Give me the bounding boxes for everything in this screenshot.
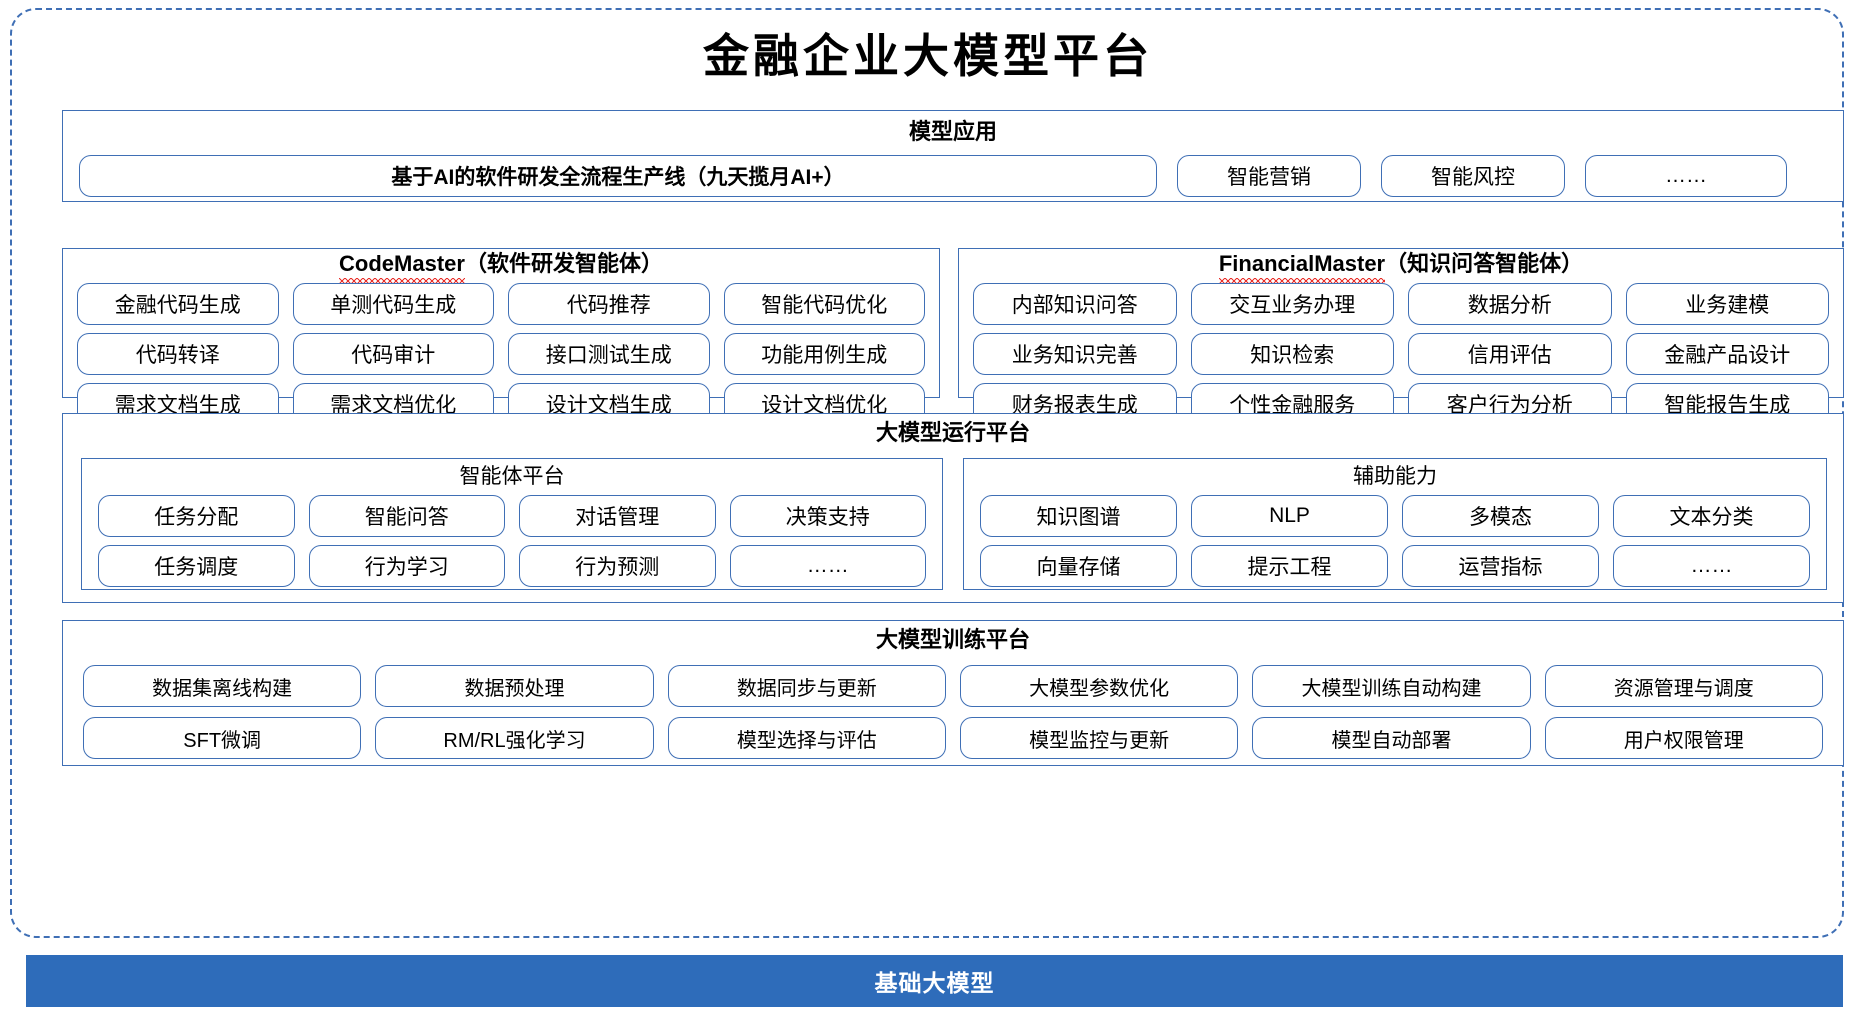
training-row-2: SFT微调 RM/RL强化学习 模型选择与评估 模型监控与更新 模型自动部署 用… [83,717,1823,759]
runtime-platform-title: 大模型运行平台 [875,420,1030,445]
capability-pill[interactable]: 代码转译 [77,333,279,375]
training-pill[interactable]: 数据集离线构建 [83,665,362,707]
runtime-pill[interactable]: 决策支持 [729,495,926,537]
financialmaster-capability-grid: 内部知识问答 交互业务办理 数据分析 业务建模 业务知识完善 知识检索 信用评估… [973,283,1829,425]
capability-pill[interactable]: 功能用例生成 [723,333,925,375]
training-platform-title: 大模型训练平台 [875,627,1030,652]
training-pill[interactable]: 数据预处理 [375,665,654,707]
capability-pill[interactable]: 知识检索 [1190,333,1394,375]
training-pill[interactable]: 数据同步与更新 [667,665,946,707]
auxiliary-ability-title: 辅助能力 [1353,465,1437,488]
training-pill[interactable]: 模型选择与评估 [667,717,946,759]
codemaster-row-1: 金融代码生成 单测代码生成 代码推荐 智能代码优化 [77,283,925,325]
runtime-pill[interactable]: 对话管理 [519,495,716,537]
runtime-pill[interactable]: 提示工程 [1191,545,1388,587]
runtime-platform-panel: 大模型运行平台 智能体平台 任务分配 智能问答 对话管理 决策支持 任务调度 行… [62,413,1844,603]
capability-pill[interactable]: 代码审计 [292,333,494,375]
auxiliary-ability-row-1: 知识图谱 NLP 多模态 文本分类 [980,495,1810,537]
application-flagship-pill[interactable]: 基于AI的软件研发全流程生产线（九天揽月AI+） [79,155,1157,197]
codemaster-name: CodeMaster [339,249,465,283]
capability-pill[interactable]: 代码推荐 [508,283,710,325]
runtime-pill[interactable]: 向量存储 [980,545,1177,587]
capability-pill[interactable]: 业务建模 [1625,283,1829,325]
runtime-pill[interactable]: 行为预测 [519,545,716,587]
training-pill[interactable]: 大模型训练自动构建 [1252,665,1531,707]
runtime-pill[interactable]: 行为学习 [308,545,505,587]
foundation-model-bar: 基础大模型 [26,955,1843,1007]
training-pill[interactable]: SFT微调 [83,717,362,759]
auxiliary-ability-row-2: 向量存储 提示工程 运营指标 …… [980,545,1810,587]
auxiliary-ability-grid: 知识图谱 NLP 多模态 文本分类 向量存储 提示工程 运营指标 …… [980,495,1810,587]
runtime-pill[interactable]: NLP [1191,495,1388,537]
capability-pill[interactable]: 数据分析 [1408,283,1612,325]
application-pill-risk-control[interactable]: 智能风控 [1381,155,1565,197]
codemaster-panel: CodeMaster（软件研发智能体） 金融代码生成 单测代码生成 代码推荐 智… [62,248,940,425]
application-pill-more[interactable]: …… [1585,155,1787,197]
runtime-pill[interactable]: 知识图谱 [980,495,1177,537]
capability-pill[interactable]: 内部知识问答 [973,283,1177,325]
agent-platform-title: 智能体平台 [459,465,565,488]
financialmaster-panel: FinancialMaster（知识问答智能体） 内部知识问答 交互业务办理 数… [958,248,1844,425]
training-pill[interactable]: 大模型参数优化 [959,665,1239,707]
agent-platform-row-2: 任务调度 行为学习 行为预测 …… [98,545,926,587]
capability-pill[interactable]: 业务知识完善 [973,333,1177,375]
runtime-pill[interactable]: 任务调度 [98,545,295,587]
runtime-pill-more[interactable]: …… [1613,545,1810,587]
capability-pill[interactable]: 单测代码生成 [292,283,494,325]
codemaster-name-suffix: （软件研发智能体） [464,251,663,276]
training-pill[interactable]: 用户权限管理 [1544,717,1823,759]
foundation-model-label: 基础大模型 [874,970,995,996]
capability-pill[interactable]: 金融产品设计 [1625,333,1829,375]
training-pill[interactable]: 模型自动部署 [1252,717,1531,759]
training-pill[interactable]: 模型监控与更新 [959,717,1239,759]
codemaster-capability-grid: 金融代码生成 单测代码生成 代码推荐 智能代码优化 代码转译 代码审计 接口测试… [77,283,925,425]
page-title: 金融企业大模型平台 [703,29,1153,83]
capability-pill[interactable]: 金融代码生成 [77,283,279,325]
training-platform-panel: 大模型训练平台 数据集离线构建 数据预处理 数据同步与更新 大模型参数优化 大模… [62,620,1844,766]
agent-platform-grid: 任务分配 智能问答 对话管理 决策支持 任务调度 行为学习 行为预测 …… [98,495,926,587]
runtime-pill-more[interactable]: …… [729,545,926,587]
model-application-panel: 模型应用 基于AI的软件研发全流程生产线（九天揽月AI+） 智能营销 智能风控 … [62,110,1844,202]
financialmaster-row-2: 业务知识完善 知识检索 信用评估 金融产品设计 [973,333,1829,375]
financialmaster-row-1: 内部知识问答 交互业务办理 数据分析 业务建模 [973,283,1829,325]
application-pill-marketing[interactable]: 智能营销 [1177,155,1361,197]
capability-pill[interactable]: 智能代码优化 [723,283,925,325]
training-pill[interactable]: 资源管理与调度 [1544,665,1823,707]
model-application-title: 模型应用 [908,119,997,144]
agent-platform-row-1: 任务分配 智能问答 对话管理 决策支持 [98,495,926,537]
training-row-1: 数据集离线构建 数据预处理 数据同步与更新 大模型参数优化 大模型训练自动构建 … [83,665,1823,707]
runtime-pill[interactable]: 文本分类 [1613,495,1810,537]
codemaster-title: CodeMaster（软件研发智能体） [63,249,939,283]
runtime-pill[interactable]: 智能问答 [308,495,505,537]
auxiliary-ability-subpanel: 辅助能力 知识图谱 NLP 多模态 文本分类 向量存储 提示工程 运营指标 …… [963,458,1827,590]
runtime-pill[interactable]: 运营指标 [1402,545,1599,587]
capability-pill[interactable]: 接口测试生成 [508,333,710,375]
capability-pill[interactable]: 交互业务办理 [1190,283,1394,325]
training-pill[interactable]: RM/RL强化学习 [375,717,654,759]
financialmaster-title: FinancialMaster（知识问答智能体） [959,249,1843,283]
model-application-items: 基于AI的软件研发全流程生产线（九天揽月AI+） 智能营销 智能风控 …… [79,155,1829,197]
training-platform-grid: 数据集离线构建 数据预处理 数据同步与更新 大模型参数优化 大模型训练自动构建 … [83,665,1823,759]
agent-platform-subpanel: 智能体平台 任务分配 智能问答 对话管理 决策支持 任务调度 行为学习 行为预测… [81,458,943,590]
runtime-pill[interactable]: 多模态 [1402,495,1599,537]
runtime-pill[interactable]: 任务分配 [98,495,295,537]
codemaster-row-2: 代码转译 代码审计 接口测试生成 功能用例生成 [77,333,925,375]
capability-pill[interactable]: 信用评估 [1408,333,1612,375]
financialmaster-name-suffix: （知识问答智能体） [1385,251,1584,276]
financialmaster-name: FinancialMaster [1218,249,1386,283]
